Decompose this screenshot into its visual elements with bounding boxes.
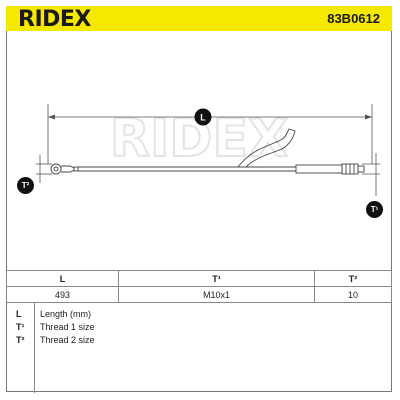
legend: L Length (mm) T¹ Thread 1 size T² Thread… xyxy=(6,302,392,393)
legend-text: Thread 1 size xyxy=(40,322,95,332)
spec-header-row: L T¹ T² xyxy=(5,270,393,287)
spec-value-t1: M10x1 xyxy=(118,286,315,303)
hose-drawing: RIDEX L xyxy=(36,104,380,196)
spec-value-t2: 10 xyxy=(313,286,393,303)
legend-key: L xyxy=(16,309,22,319)
spec-value-row: 493 M10x1 10 xyxy=(5,286,393,303)
spec-header-t1: T¹ xyxy=(118,270,315,287)
part-number: 83B0612 xyxy=(327,11,380,26)
spec-table: L T¹ T² 493 M10x1 10 xyxy=(5,270,393,303)
badge-t1: T¹ xyxy=(366,201,383,218)
legend-text: Length (mm) xyxy=(40,309,92,319)
legend-text: Thread 2 size xyxy=(40,335,95,345)
legend-item: T² Thread 2 size xyxy=(6,335,386,348)
dimension-label-l: L xyxy=(200,113,206,123)
brake-hose xyxy=(50,128,365,175)
brand-logo: RIDEX xyxy=(18,7,91,32)
t2-dimension xyxy=(36,155,52,183)
spec-header-t2: T² xyxy=(313,270,393,287)
legend-key: T¹ xyxy=(16,322,25,332)
legend-item: T¹ Thread 1 size xyxy=(6,322,386,335)
spec-value-l: 493 xyxy=(5,286,120,303)
spec-header-l: L xyxy=(5,270,120,287)
badge-t2-label: T² xyxy=(21,181,30,190)
badge-t2: T² xyxy=(17,177,34,194)
header-bar: RIDEX 83B0612 xyxy=(6,6,392,32)
length-dimension: L xyxy=(47,104,373,164)
t1-dimension xyxy=(362,153,380,196)
legend-divider xyxy=(34,303,35,393)
legend-key: T² xyxy=(16,335,25,345)
dimension-badge-l xyxy=(194,108,212,126)
legend-item: L Length (mm) xyxy=(6,309,386,322)
badge-t1-label: T¹ xyxy=(370,205,379,214)
